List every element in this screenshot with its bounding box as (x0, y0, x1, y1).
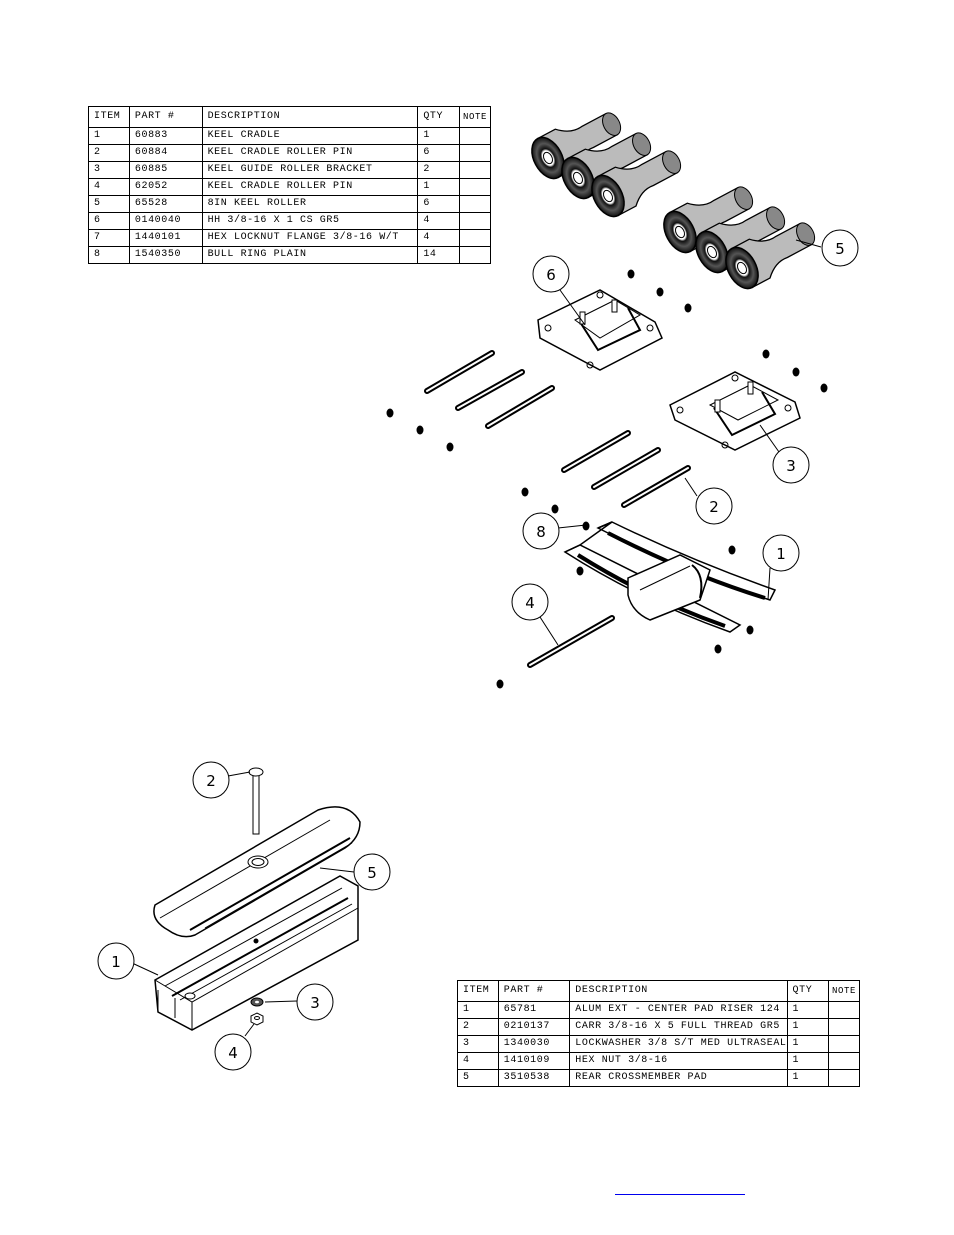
callout-item-1: 1 (97, 942, 135, 980)
keel-roller (561, 132, 652, 200)
table-row: 7 1440101 HEX LOCKNUT FLANGE 3/8-16 W/T … (88, 229, 491, 247)
callout-item-5: 5 (821, 229, 859, 267)
callout-label: 3 (786, 457, 796, 475)
rear-crossmember-pad (153, 806, 361, 938)
callout-label: 1 (111, 953, 121, 971)
alum-ext-center-pad-riser (154, 875, 359, 1031)
callout-label: 4 (228, 1044, 238, 1062)
callout-item-3: 3 (296, 983, 334, 1021)
callout-item-3: 3 (772, 446, 810, 484)
cell-note (828, 1069, 860, 1087)
table-row: 5 3510538 REAR CROSSMEMBER PAD 1 (457, 1069, 860, 1087)
cell-description: REAR CROSSMEMBER PAD (569, 1069, 788, 1087)
table-row: 2 0210137 CARR 3/8-16 X 5 FULL THREAD GR… (457, 1018, 860, 1036)
footer-link[interactable] (615, 1180, 745, 1195)
cell-note (459, 246, 491, 264)
callout-item-8: 8 (522, 512, 560, 550)
keel-roller (725, 222, 816, 290)
callout-label: 1 (776, 545, 786, 563)
callout-item-2: 2 (695, 487, 733, 525)
carriage-bolt (248, 767, 264, 835)
table-row: 5 65528 8IN KEEL ROLLER 6 (88, 195, 491, 213)
callout-item-6: 6 (532, 255, 570, 293)
callout-item-5: 5 (353, 853, 391, 891)
keel-cradle-parts-table: ITEM PART # DESCRIPTION QTY NOTE 1 60883… (88, 106, 491, 264)
keel-roller (591, 150, 682, 218)
callout-item-1: 1 (762, 534, 800, 572)
cell-item: 5 (457, 1069, 499, 1087)
keel-guide-roller-bracket (537, 289, 663, 371)
callout-label: 2 (206, 772, 216, 790)
keel-cradle (563, 521, 777, 633)
callout-label: 6 (546, 266, 556, 284)
keel-roller (531, 112, 622, 180)
cell-qty: 14 (417, 246, 461, 264)
cell-item: 8 (88, 246, 130, 264)
roller-pins-highlight (426, 352, 689, 666)
cell-description: BULL RING PLAIN (201, 246, 419, 264)
table-header-row: ITEM PART # DESCRIPTION QTY NOTE (457, 980, 860, 1002)
header-note: NOTE (828, 980, 860, 1002)
table-row: 1 60883 KEEL CRADLE 1 (88, 127, 491, 145)
keel-rollers-right (663, 186, 816, 290)
callout-item-4: 4 (511, 583, 549, 621)
callout-label: 5 (367, 864, 377, 882)
header-note: NOTE (459, 106, 491, 128)
table-row: 8 1540350 BULL RING PLAIN 14 (88, 246, 491, 264)
table-row: 4 62052 KEEL CRADLE ROLLER PIN 1 (88, 178, 491, 196)
callout-label: 5 (835, 240, 845, 258)
leader-lines-top (539, 239, 822, 646)
center-pad-riser-parts-table: ITEM PART # DESCRIPTION QTY NOTE 1 65781… (457, 980, 860, 1087)
callout-label: 2 (709, 498, 719, 516)
callout-label: 4 (525, 594, 535, 612)
lockwasher (250, 997, 264, 1007)
keel-rollers-left (531, 112, 682, 218)
cell-item: 2 (457, 1018, 499, 1036)
hex-nut (250, 1012, 264, 1026)
keel-roller (663, 186, 754, 254)
callout-item-2: 2 (192, 761, 230, 799)
callout-label: 3 (310, 994, 320, 1012)
callout-label: 8 (536, 523, 546, 541)
table-row: 4 1410109 HEX NUT 3/8-16 1 (457, 1052, 860, 1070)
keel-roller (695, 206, 786, 274)
bull-rings (386, 269, 828, 689)
keel-guide-roller-bracket (669, 371, 801, 451)
callout-item-4: 4 (214, 1033, 252, 1071)
leader-lines-bottom (131, 771, 355, 1037)
